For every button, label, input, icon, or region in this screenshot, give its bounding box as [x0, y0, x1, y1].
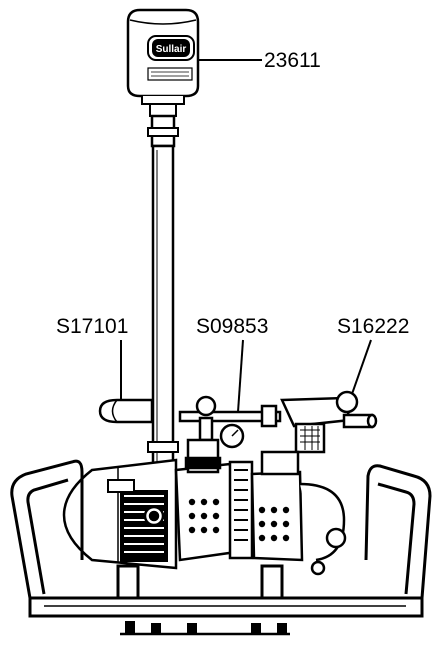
- leader-line-s09853: [237, 339, 244, 413]
- manifold-assembly: [280, 390, 378, 454]
- pump-cooling-fins: [228, 460, 254, 560]
- outlet-piping: [299, 482, 347, 576]
- pump-head-right: [250, 450, 304, 562]
- motor: [62, 458, 178, 570]
- vertical-pipe: [147, 114, 179, 486]
- frame-feet: [120, 621, 290, 636]
- pump-head-left: [174, 438, 238, 562]
- regulator-assembly: [178, 395, 282, 449]
- callout-23611: 23611: [264, 49, 321, 72]
- filter-logo: Sullair: [156, 44, 187, 55]
- filter-canister: Sullair: [126, 8, 200, 117]
- callout-s09853: S09853: [196, 315, 269, 338]
- leader-line-s16222: [351, 339, 372, 395]
- callout-s17101: S17101: [56, 315, 129, 338]
- carrying-frame: [10, 459, 432, 618]
- callout-s16222: S16222: [337, 315, 410, 338]
- cylinder-tank: [98, 398, 154, 424]
